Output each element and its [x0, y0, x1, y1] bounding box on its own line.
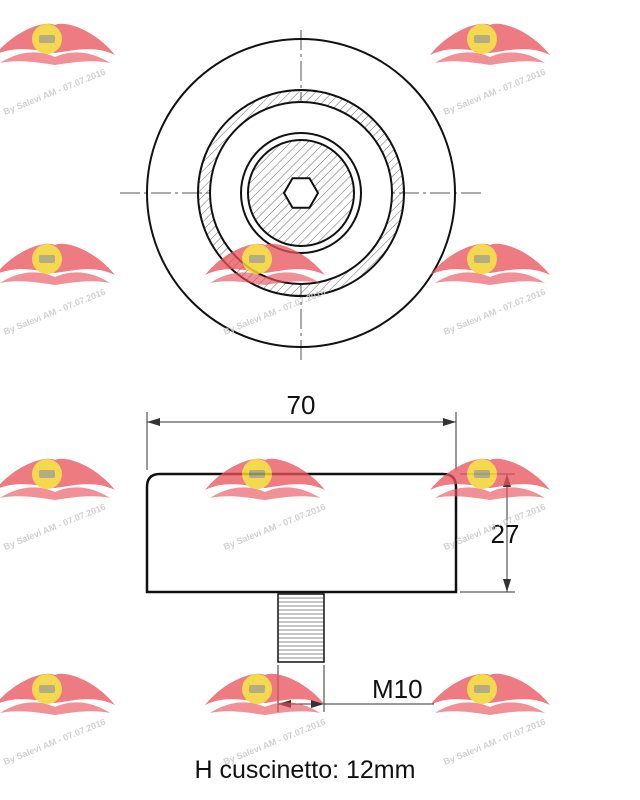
watermark: By Salevi AM - 07.07.2016: [0, 243, 115, 337]
side-view: [145, 472, 458, 663]
svg-text:By Salevi AM - 07.07.2016: By Salevi AM - 07.07.2016: [222, 287, 327, 337]
watermark: By Salevi AM - 07.07.2016: [205, 673, 327, 767]
watermark: By Salevi AM - 07.07.2016: [430, 673, 550, 767]
watermark: By Salevi AM - 07.07.2016: [0, 673, 115, 767]
watermark: By Salevi AM - 07.07.2016: [0, 458, 115, 552]
svg-text:By Salevi AM - 07.07.2016: By Salevi AM - 07.07.2016: [222, 502, 327, 552]
svg-text:By Salevi AM - 07.07.2016: By Salevi AM - 07.07.2016: [442, 287, 547, 337]
thread-dimension-label: M10: [372, 674, 423, 704]
svg-text:By Salevi AM - 07.07.2016: By Salevi AM - 07.07.2016: [442, 67, 547, 117]
pulley-outer-circle: [146, 38, 456, 348]
watermark: By Salevi AM - 07.07.2016: [205, 458, 327, 552]
watermark: By Salevi AM - 07.07.2016: [0, 23, 115, 117]
width-dimension: 70: [146, 390, 457, 470]
hex-socket: [282, 177, 320, 209]
bearing-height-note: H cuscinetto: 12mm: [194, 756, 416, 784]
height-dimension-label: 27: [491, 519, 520, 549]
threaded-stud: [277, 593, 325, 663]
front-view: [120, 30, 485, 360]
watermark: By Salevi AM - 07.07.2016: [430, 243, 550, 337]
svg-text:By Salevi AM - 07.07.2016: By Salevi AM - 07.07.2016: [2, 287, 107, 337]
svg-text:By Salevi AM - 07.07.2016: By Salevi AM - 07.07.2016: [2, 502, 107, 552]
svg-text:By Salevi AM - 07.07.2016: By Salevi AM - 07.07.2016: [2, 67, 107, 117]
width-dimension-label: 70: [287, 390, 316, 420]
watermark: By Salevi AM - 07.07.2016: [430, 23, 550, 117]
